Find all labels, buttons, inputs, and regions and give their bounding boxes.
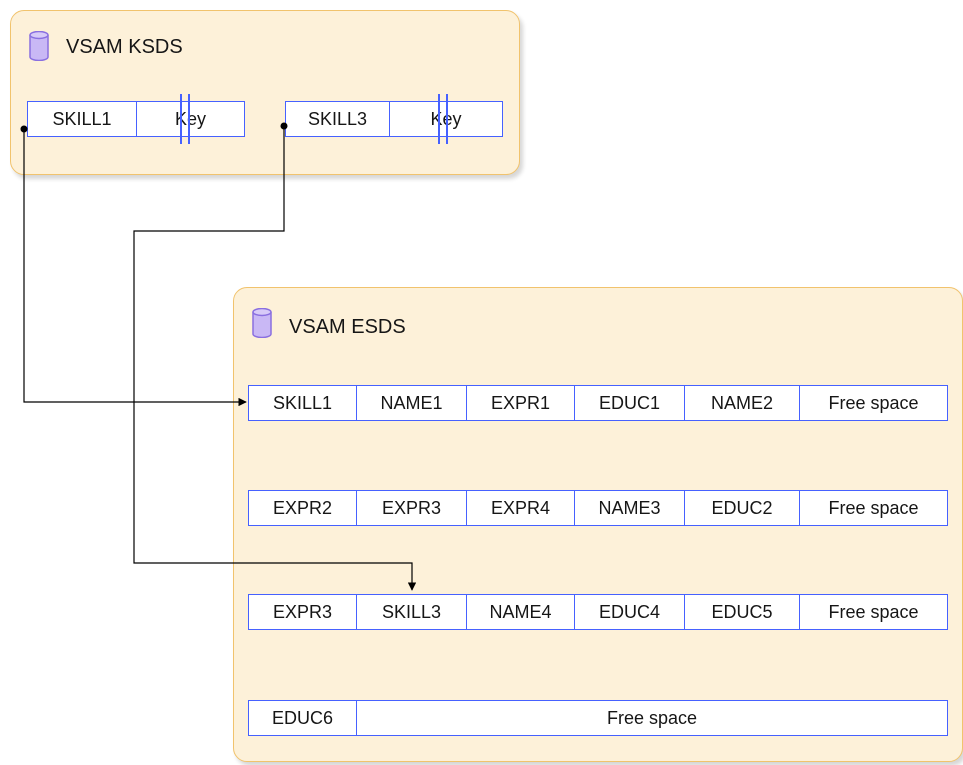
esds-record-1: SKILL1 NAME1 EXPR1 EDUC1 NAME2 Free spac… — [248, 385, 948, 421]
key-gap-line — [180, 94, 182, 144]
esds-panel: VSAM ESDS SKILL1 NAME1 EXPR1 EDUC1 NAME2… — [233, 287, 963, 762]
record-free-space: Free space — [828, 392, 919, 413]
record-field: NAME3 — [575, 491, 685, 525]
record-field: NAME2 — [685, 386, 800, 420]
record-field: NAME1 — [357, 386, 467, 420]
record-free-space: Free space — [828, 601, 919, 622]
ksds-entry-skill: SKILL1 — [27, 101, 137, 137]
record-field: EDUC4 — [575, 595, 685, 629]
esds-title: VSAM ESDS — [289, 316, 406, 338]
record-field: EDUC1 — [575, 386, 685, 420]
key-gap-line — [188, 94, 190, 144]
esds-record-4: EDUC6 Free space — [248, 700, 948, 736]
record-field: EDUC6 — [249, 701, 357, 735]
record-field: EXPR3 — [357, 491, 467, 525]
record-field: EDUC5 — [685, 595, 800, 629]
record-free-space: Free space — [828, 497, 919, 518]
ksds-entry-key: Key — [137, 101, 245, 137]
database-icon — [252, 308, 272, 338]
record-free-space: Free space — [606, 707, 698, 728]
ksds-entry-1: SKILL1 Key — [27, 94, 245, 144]
record-field: SKILL3 — [357, 595, 467, 629]
key-gap-line — [446, 94, 448, 144]
record-field: EXPR3 — [249, 595, 357, 629]
record-field: EXPR1 — [467, 386, 575, 420]
database-icon — [29, 31, 49, 61]
ksds-entry-2: SKILL3 Key — [285, 94, 503, 144]
record-field: EDUC2 — [685, 491, 800, 525]
ksds-title: VSAM KSDS — [66, 36, 183, 58]
esds-record-3: EXPR3 SKILL3 NAME4 EDUC4 EDUC5 Free spac… — [248, 594, 948, 630]
record-field: EXPR4 — [467, 491, 575, 525]
record-field: SKILL1 — [249, 386, 357, 420]
record-field: NAME4 — [467, 595, 575, 629]
key-gap-line — [438, 94, 440, 144]
record-field: EXPR2 — [249, 491, 357, 525]
ksds-entry-skill: SKILL3 — [285, 101, 390, 137]
ksds-panel: VSAM KSDS SKILL1 Key SKILL3 Key — [10, 10, 520, 175]
esds-record-2: EXPR2 EXPR3 EXPR4 NAME3 EDUC2 Free space — [248, 490, 948, 526]
